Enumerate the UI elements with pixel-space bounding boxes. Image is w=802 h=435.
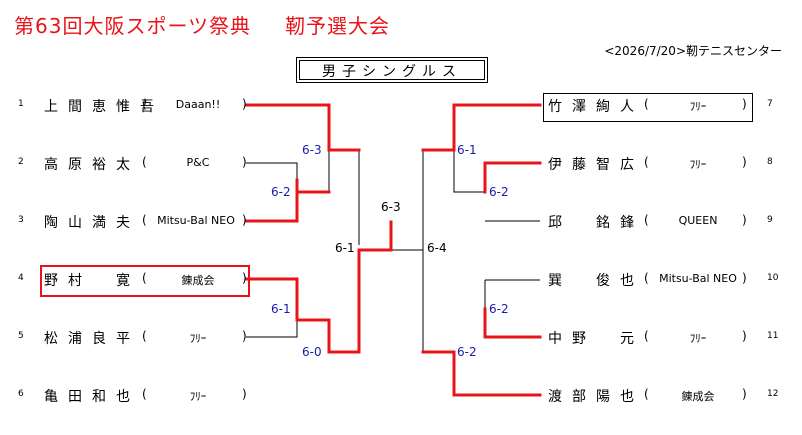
paren-close: ) [242, 387, 247, 401]
seed-number: 8 [767, 157, 773, 167]
paren-open: ( [644, 97, 649, 111]
player-club: ﾌﾘｰ [189, 390, 207, 403]
player-club: Mitsu-Bal NEO [659, 272, 737, 285]
seed-number: 3 [18, 215, 24, 225]
winner-highlight-box [40, 265, 250, 297]
page-title: 第63回大阪スポーツ祭典 靭予選大会 [14, 10, 390, 39]
paren-close: ) [242, 97, 247, 111]
player-name: 上間恵惟吾 [44, 99, 164, 115]
player-row-8: 伊藤智広 ( ﾌﾘｰ ) 8 [548, 154, 788, 174]
player-club: P&C [186, 156, 210, 169]
player-name: 高原裕太 [44, 157, 140, 173]
player-row-5: 5 松浦良平 ( ﾌﾘｰ ) [18, 328, 248, 348]
event-label: 男子シングルス [322, 64, 462, 80]
player-club: ﾌﾘｰ [189, 332, 207, 345]
player-row-12: 渡部陽也 ( 錬成会 ) 12 [548, 386, 788, 406]
player-row-3: 3 陶山満夫 ( Mitsu-Bal NEO ) [18, 212, 248, 232]
paren-open: ( [644, 213, 649, 227]
paren-close: ) [742, 387, 747, 401]
paren-close: ) [242, 155, 247, 169]
paren-close: ) [742, 329, 747, 343]
player-name: 中野 元 [548, 331, 644, 347]
player-club: Mitsu-Bal NEO [157, 214, 235, 227]
player-club: 錬成会 [681, 390, 715, 403]
paren-close: ) [742, 271, 747, 285]
tournament-subtitle: 靭予選大会 [285, 14, 391, 38]
player-name: 竹澤絢人 [548, 99, 644, 115]
player-name: 陶山満夫 [44, 215, 140, 231]
score-final: 6-3 [381, 200, 401, 214]
paren-close: ) [242, 271, 247, 285]
paren-open: ( [644, 387, 649, 401]
score-right-r1-bottom: 6-2 [489, 302, 509, 316]
paren-open: ( [644, 155, 649, 169]
seed-number: 12 [767, 389, 779, 399]
player-club: ﾌﾘｰ [689, 100, 707, 113]
paren-close: ) [242, 329, 247, 343]
player-row-6: 6 亀田和也 ( ﾌﾘｰ ) [18, 386, 248, 406]
seed-number: 4 [18, 273, 24, 283]
player-name: 松浦良平 [44, 331, 140, 347]
bracket-thin-lines [246, 150, 540, 352]
score-left-semifinal: 6-1 [335, 241, 355, 255]
score-right-semifinal: 6-4 [427, 241, 447, 255]
player-club: Daaan!! [175, 98, 221, 111]
player-name: 伊藤智広 [548, 157, 644, 173]
player-row-9: 邱 銘鋒 ( QUEEN ) 9 [548, 212, 788, 232]
player-row-7: 竹澤絢人 ( ﾌﾘｰ ) 7 [548, 96, 788, 116]
score-left-r1-bottom: 6-1 [271, 302, 291, 316]
paren-open: ( [644, 271, 649, 285]
paren-close: ) [242, 213, 247, 227]
event-label-box: 男子シングルス [296, 57, 488, 83]
player-name: 渡部陽也 [548, 389, 644, 405]
player-row-2: 2 高原裕太 ( P&C ) [18, 154, 248, 174]
paren-open: ( [142, 155, 147, 169]
player-row-11: 中野 元 ( ﾌﾘｰ ) 11 [548, 328, 788, 348]
paren-open: ( [142, 213, 147, 227]
seed-number: 11 [767, 331, 779, 341]
player-name: 野村 寛 [44, 273, 140, 289]
score-left-r2-bottom: 6-0 [302, 345, 322, 359]
player-row-1: 1 上間恵惟吾 ( Daaan!! ) [18, 96, 248, 116]
paren-open: ( [142, 97, 147, 111]
player-club: ﾌﾘｰ [689, 332, 707, 345]
score-left-r2-top: 6-3 [302, 143, 322, 157]
seed-number: 2 [18, 157, 24, 167]
seed-number: 5 [18, 331, 24, 341]
venue-date: <2026/7/20>靭テニスセンター [604, 44, 782, 58]
paren-open: ( [142, 271, 147, 285]
player-club: QUEEN [678, 214, 718, 227]
paren-close: ) [742, 213, 747, 227]
paren-close: ) [742, 155, 747, 169]
paren-open: ( [644, 329, 649, 343]
tournament-title: 第63回大阪スポーツ祭典 [14, 14, 252, 38]
seed-number: 9 [767, 215, 773, 225]
player-row-10: 巽 俊也 ( Mitsu-Bal NEO ) 10 [548, 270, 788, 290]
paren-open: ( [142, 329, 147, 343]
score-right-r1-top: 6-2 [489, 185, 509, 199]
seed-number: 1 [18, 99, 24, 109]
player-name: 邱 銘鋒 [548, 215, 644, 231]
player-club: ﾌﾘｰ [689, 158, 707, 171]
bracket-winner-lines [244, 103, 542, 397]
paren-close: ) [742, 97, 747, 111]
seed-number: 6 [18, 389, 24, 399]
player-club: 錬成会 [181, 274, 215, 287]
player-row-4: 4 野村 寛 ( 錬成会 ) [18, 270, 248, 290]
player-name: 巽 俊也 [548, 273, 644, 289]
score-right-r2-bottom: 6-2 [457, 345, 477, 359]
score-left-r1-top: 6-2 [271, 185, 291, 199]
seed-number: 7 [767, 99, 773, 109]
player-name: 亀田和也 [44, 389, 140, 405]
score-right-r2-top: 6-1 [457, 143, 477, 157]
seed-number: 10 [767, 273, 779, 283]
champion-highlight-box [543, 93, 753, 122]
paren-open: ( [142, 387, 147, 401]
